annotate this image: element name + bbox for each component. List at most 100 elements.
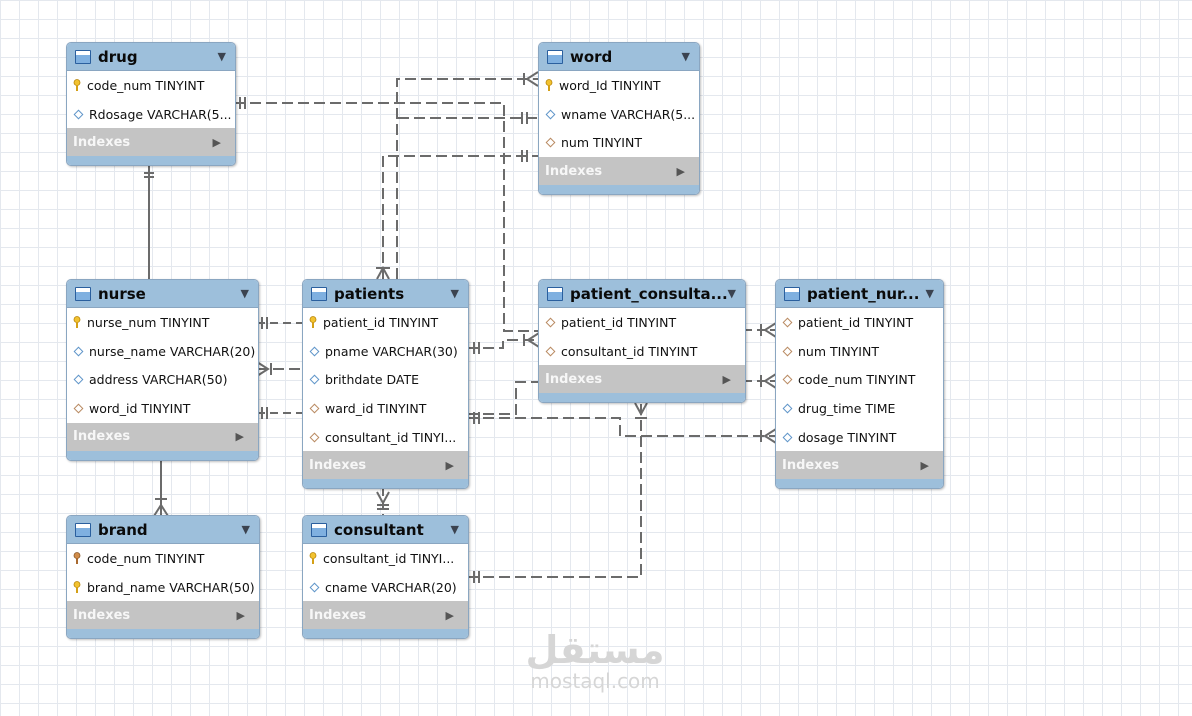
table-header[interactable]: consultant ▼: [303, 516, 468, 544]
column-row[interactable]: wname VARCHAR(5...: [539, 100, 699, 129]
foreign-key-icon: [545, 137, 556, 148]
column-row[interactable]: nurse_num TINYINT: [67, 308, 258, 337]
column-icon: [309, 346, 320, 356]
collapse-arrow-icon[interactable]: ▼: [727, 287, 736, 300]
collapse-arrow-icon[interactable]: ▼: [450, 523, 459, 536]
column-label: word_Id TINYINT: [559, 77, 661, 93]
table-header[interactable]: patients ▼: [303, 280, 468, 308]
indexes-section[interactable]: Indexes ▶: [303, 601, 468, 630]
expand-arrow-icon[interactable]: ▶: [235, 430, 244, 444]
column-icon: [309, 582, 320, 592]
expand-arrow-icon[interactable]: ▶: [445, 608, 454, 622]
collapse-arrow-icon[interactable]: ▼: [450, 287, 459, 300]
table-icon: [75, 522, 91, 537]
column-label: brand_name VARCHAR(50): [87, 579, 255, 595]
table-consultant[interactable]: consultant ▼ consultant_id TINYI... cnam…: [302, 515, 469, 640]
column-label: address VARCHAR(50): [89, 372, 228, 388]
table-name: consultant: [334, 520, 424, 539]
indexes-label: Indexes: [73, 134, 131, 150]
column-icon: [782, 432, 793, 443]
collapse-arrow-icon[interactable]: ▼: [681, 50, 690, 63]
column-label: patient_id TINYINT: [798, 314, 914, 330]
table-patients[interactable]: patients ▼ patient_id TINYINT pname VARC…: [302, 279, 469, 490]
table-word[interactable]: word ▼ word_Id TINYINT wname VARCHAR(5..…: [538, 42, 700, 196]
column-row[interactable]: nurse_name VARCHAR(20): [67, 337, 258, 366]
foreign-key-icon: [782, 374, 793, 385]
expand-arrow-icon[interactable]: ▶: [722, 372, 731, 386]
expand-arrow-icon[interactable]: ▶: [920, 458, 929, 472]
expand-arrow-icon[interactable]: ▶: [676, 164, 685, 178]
collapse-arrow-icon[interactable]: ▼: [241, 523, 250, 536]
table-icon: [311, 522, 327, 537]
column-row[interactable]: code_num TINYINT: [776, 365, 943, 394]
column-row[interactable]: brand_name VARCHAR(50): [67, 573, 259, 602]
indexes-label: Indexes: [782, 457, 840, 473]
table-nurse[interactable]: nurse ▼ nurse_num TINYINT nurse_name VAR…: [66, 279, 259, 461]
column-row[interactable]: dosage TINYINT: [776, 423, 943, 452]
column-row[interactable]: word_id TINYINT: [67, 394, 258, 423]
column-row[interactable]: cname VARCHAR(20): [303, 573, 468, 602]
column-row[interactable]: brithdate DATE: [303, 365, 468, 394]
relationship-patients-patient-consultant: [467, 339, 539, 349]
table-patient-consultant[interactable]: patient_consulta... ▼ patient_id TINYINT…: [538, 279, 746, 404]
table-icon: [311, 286, 327, 301]
table-drug[interactable]: drug ▼ code_num TINYINT Rdosage VARCHAR(…: [66, 42, 236, 167]
column-row[interactable]: ward_id TINYINT: [303, 394, 468, 423]
indexes-section[interactable]: Indexes ▶: [67, 601, 259, 630]
column-row[interactable]: pname VARCHAR(30): [303, 337, 468, 366]
table-header[interactable]: nurse ▼: [67, 280, 258, 308]
column-row[interactable]: consultant_id TINYINT: [539, 337, 745, 366]
expand-arrow-icon[interactable]: ▶: [212, 135, 221, 149]
column-row[interactable]: num TINYINT: [539, 128, 699, 157]
table-name: word: [570, 47, 613, 66]
column-row[interactable]: code_num TINYINT: [67, 71, 235, 100]
relationship-patients-patient-nurse: [467, 417, 776, 437]
collapse-arrow-icon[interactable]: ▼: [240, 287, 249, 300]
collapse-arrow-icon[interactable]: ▼: [925, 287, 934, 300]
column-row[interactable]: address VARCHAR(50): [67, 365, 258, 394]
table-name: drug: [98, 47, 138, 66]
expand-arrow-icon[interactable]: ▶: [445, 458, 454, 472]
table-patient-nurse[interactable]: patient_nur... ▼ patient_id TINYINT num …: [775, 279, 944, 490]
expand-arrow-icon[interactable]: ▶: [236, 608, 245, 622]
column-row[interactable]: patient_id TINYINT: [776, 308, 943, 337]
column-row[interactable]: patient_id TINYINT: [539, 308, 745, 337]
column-label: ward_id TINYINT: [325, 400, 427, 416]
primary-key-icon: [73, 581, 81, 594]
indexes-section[interactable]: Indexes ▶: [776, 451, 943, 480]
column-row[interactable]: consultant_id TINYI...: [303, 544, 468, 573]
table-header[interactable]: word ▼: [539, 43, 699, 71]
column-row[interactable]: patient_id TINYINT: [303, 308, 468, 337]
column-row[interactable]: consultant_id TINYI...: [303, 423, 468, 452]
collapse-arrow-icon[interactable]: ▼: [217, 50, 226, 63]
relationship-word-patients-3: [382, 155, 538, 279]
column-row[interactable]: word_Id TINYINT: [539, 71, 699, 100]
column-label: code_num TINYINT: [87, 77, 205, 93]
indexes-label: Indexes: [545, 163, 603, 179]
indexes-section[interactable]: Indexes ▶: [539, 157, 699, 186]
column-row[interactable]: num TINYINT: [776, 337, 943, 366]
column-row[interactable]: drug_time TIME: [776, 394, 943, 423]
indexes-section[interactable]: Indexes ▶: [303, 451, 468, 480]
table-brand[interactable]: brand ▼ code_num TINYINT brand_name VARC…: [66, 515, 260, 640]
watermark-arabic: مستقل: [525, 628, 665, 672]
column-row[interactable]: code_num TINYINT: [67, 544, 259, 573]
indexes-section[interactable]: Indexes ▶: [539, 365, 745, 394]
column-icon: [73, 346, 84, 356]
table-header[interactable]: patient_consulta... ▼: [539, 280, 745, 308]
column-icon: [73, 109, 84, 119]
column-label: wname VARCHAR(5...: [561, 106, 696, 122]
relationship-consultant-patient-consultant: [467, 402, 642, 578]
column-row[interactable]: Rdosage VARCHAR(5...: [67, 100, 235, 129]
relationship-word-patients-1: [396, 78, 538, 279]
foreign-key-icon: [545, 346, 556, 356]
indexes-section[interactable]: Indexes ▶: [67, 422, 258, 451]
table-header[interactable]: brand ▼: [67, 516, 259, 544]
table-header[interactable]: patient_nur... ▼: [776, 280, 943, 308]
indexes-section[interactable]: Indexes ▶: [67, 128, 235, 157]
foreign-key-icon: [309, 432, 320, 443]
column-label: nurse_name VARCHAR(20): [89, 343, 256, 359]
indexes-label: Indexes: [73, 607, 131, 623]
table-header[interactable]: drug ▼: [67, 43, 235, 71]
column-label: drug_time TIME: [798, 400, 896, 416]
